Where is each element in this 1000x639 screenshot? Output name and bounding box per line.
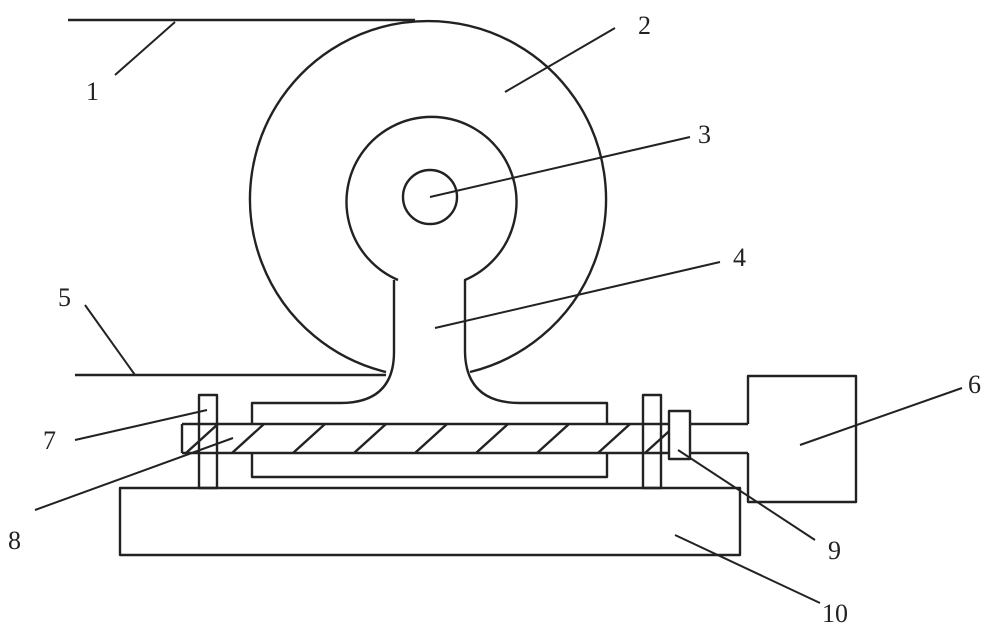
roll-outer [248,19,608,374]
base-plate [118,486,742,557]
label-8: 8 [8,526,21,555]
support-frame [250,115,609,479]
thread-line [414,423,448,454]
thread-line [292,423,326,454]
thread-line [353,423,387,454]
thread-line [475,423,509,454]
label-7: 7 [43,426,56,455]
coupling-nut [667,409,692,461]
label-5: 5 [58,283,71,312]
label-4: 4 [733,243,746,272]
label-2: 2 [638,11,651,40]
label-10: 10 [822,599,848,628]
shaft [401,168,459,226]
motor [746,374,858,504]
thread-line [597,423,631,454]
label-6: 6 [968,370,981,399]
support-post-right [641,393,663,490]
screw-thread [185,423,678,454]
label-9: 9 [828,536,841,565]
leader-lines [34,21,963,604]
lead-screw [180,422,748,455]
thread-line [185,423,219,454]
label-3: 3 [698,120,711,149]
thread-line [231,423,265,454]
support-post-left [197,393,219,490]
label-1: 1 [86,77,99,106]
thread-line [536,423,570,454]
